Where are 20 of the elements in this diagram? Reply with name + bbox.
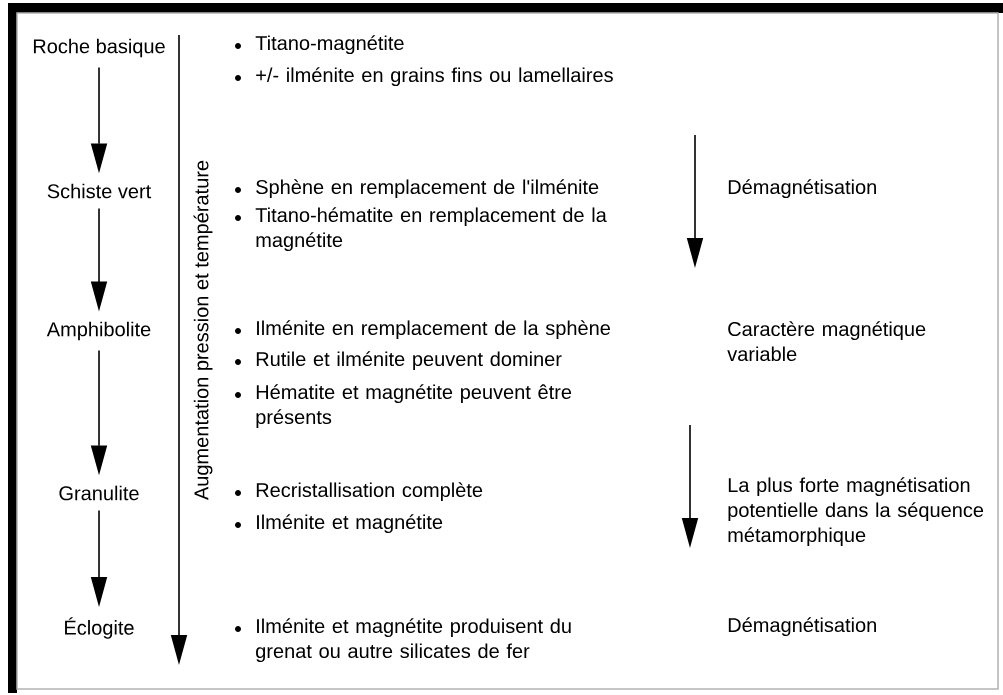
list-item: Titano-magnétite — [235, 35, 404, 55]
note-text: Démagnétisation — [728, 179, 876, 199]
rock-name: Éclogite — [65, 617, 134, 639]
axis-label: Augmentation pression et température — [193, 160, 213, 501]
list-item: Ilménite et magnétite — [235, 514, 443, 534]
list-item: Rutile et ilménite peuvent dominer — [235, 351, 562, 371]
list-item: +/- ilménite en grains fins ou lamellaires — [235, 67, 613, 87]
note-text: Caractère magnétique variable — [727, 321, 926, 362]
list-item: Recristallisation complète — [235, 482, 483, 502]
list-item: Sphène en remplacement de l'ilménite — [235, 179, 599, 199]
note-text: La plus forte magnétisation potentielle dans la séquence métamorphique — [728, 477, 984, 547]
rock-name: Granulite — [59, 485, 139, 501]
note-text: Démagnétisation — [728, 617, 876, 637]
rock-name: Amphibolite — [46, 321, 151, 341]
rock-name: Schiste vert — [47, 183, 152, 199]
list-item: Ilménite en remplacement de la sphène — [235, 320, 610, 340]
list-item: Hématite et magnétite peuvent être présents — [235, 384, 572, 429]
rock-name: Roche basique — [33, 38, 165, 58]
list-item: Titano-hématite en remplacement de la magnétite — [235, 207, 607, 252]
list-item: Ilménite et magnétite produisent du grenat ou autre silicates de fer — [235, 618, 571, 663]
